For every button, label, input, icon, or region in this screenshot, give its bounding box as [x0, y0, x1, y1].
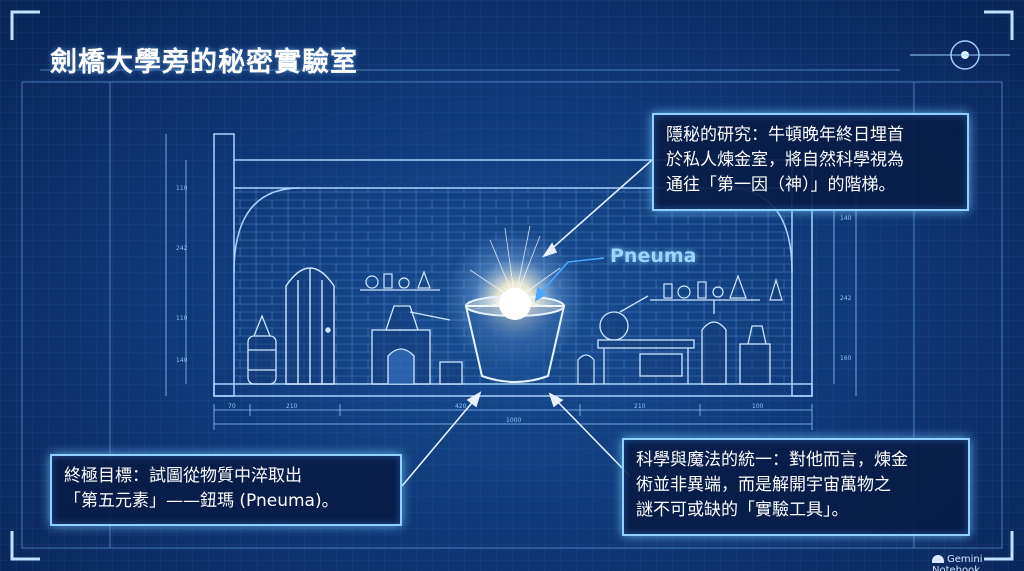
- right-shelf-icon: [650, 274, 760, 301]
- still-icon: [597, 295, 771, 385]
- dim-right-3: 160: [840, 355, 852, 362]
- pneuma-arrow: [534, 257, 605, 302]
- dim-bottom-3: 420: [455, 403, 467, 410]
- pneuma-label: Pneuma: [610, 245, 697, 267]
- dim-left-1: 110: [176, 185, 188, 192]
- dim-left-3: 110: [176, 315, 188, 322]
- callout-line: 謎不可或缺的「實驗工具」。: [636, 500, 849, 520]
- corner-brackets: [10, 10, 1014, 561]
- flask-icon: [577, 277, 783, 385]
- dim-bottom-4: 210: [634, 403, 646, 410]
- callout-line: 隱秘的研究：牛頓晚年終日埋首: [666, 125, 904, 145]
- dim-right-1: 140: [840, 215, 852, 222]
- arrow-head-goal: [466, 391, 482, 408]
- dim-left-2: 242: [176, 245, 188, 252]
- brand-text: Gemini Notebook: [932, 554, 983, 571]
- callout-line: 終極目標：試圖從物質中淬取出: [64, 466, 302, 486]
- door-icon: [285, 267, 335, 385]
- arrow-secret-research: [547, 159, 653, 253]
- callout-secret-research: 隱秘的研究：牛頓晚年終日埋首 於私人煉金室，將自然科學視為 通往「第一因（神）」…: [652, 113, 969, 211]
- notebook-logo-icon: [932, 555, 944, 563]
- arrow-ultimate-goal: [401, 397, 477, 487]
- callout-line: 於私人煉金室，將自然科學視為: [666, 150, 904, 170]
- dim-right-2: 242: [840, 295, 852, 302]
- callout-line: 「第五元素」——鈕瑪 (Pneuma)。: [64, 491, 339, 511]
- callout-line: 術並非異端，而是解開宇宙萬物之: [636, 475, 891, 495]
- callout-ultimate-goal: 終極目標：試圖從物質中淬取出 「第五元素」——鈕瑪 (Pneuma)。: [50, 454, 402, 526]
- brand-watermark: Gemini Notebook: [932, 554, 1024, 571]
- callout-unity: 科學與魔法的統一：對他而言，煉金 術並非異端，而是解開宇宙萬物之 謎不可或缺的「…: [622, 438, 970, 536]
- arrow-head-secret: [542, 242, 558, 258]
- dim-bottom-5: 100: [752, 403, 764, 410]
- dim-bottom-2: 210: [286, 403, 298, 410]
- dim-bottom-1: 70: [228, 403, 236, 410]
- dim-total: 1000: [506, 417, 521, 424]
- dimension-labels: 70 210 420 210 100 1000 110 242 110 140 …: [176, 185, 852, 424]
- callout-line: 通往「第一因（神）」的階梯。: [666, 175, 896, 195]
- crucible-icon: [445, 225, 585, 383]
- barrel-icon: [247, 314, 277, 385]
- page-title: 劍橋大學旁的秘密實驗室: [50, 47, 358, 78]
- furnace-icon: [371, 305, 463, 385]
- target-icon: [910, 40, 1010, 70]
- callout-line: 科學與魔法的統一：對他而言，煉金: [636, 450, 908, 470]
- shelf-icon: [360, 270, 440, 291]
- arrow-head-unity: [548, 392, 564, 408]
- dim-left-4: 140: [176, 357, 188, 364]
- arrow-unity: [553, 397, 631, 477]
- callout-arrows: [401, 159, 653, 487]
